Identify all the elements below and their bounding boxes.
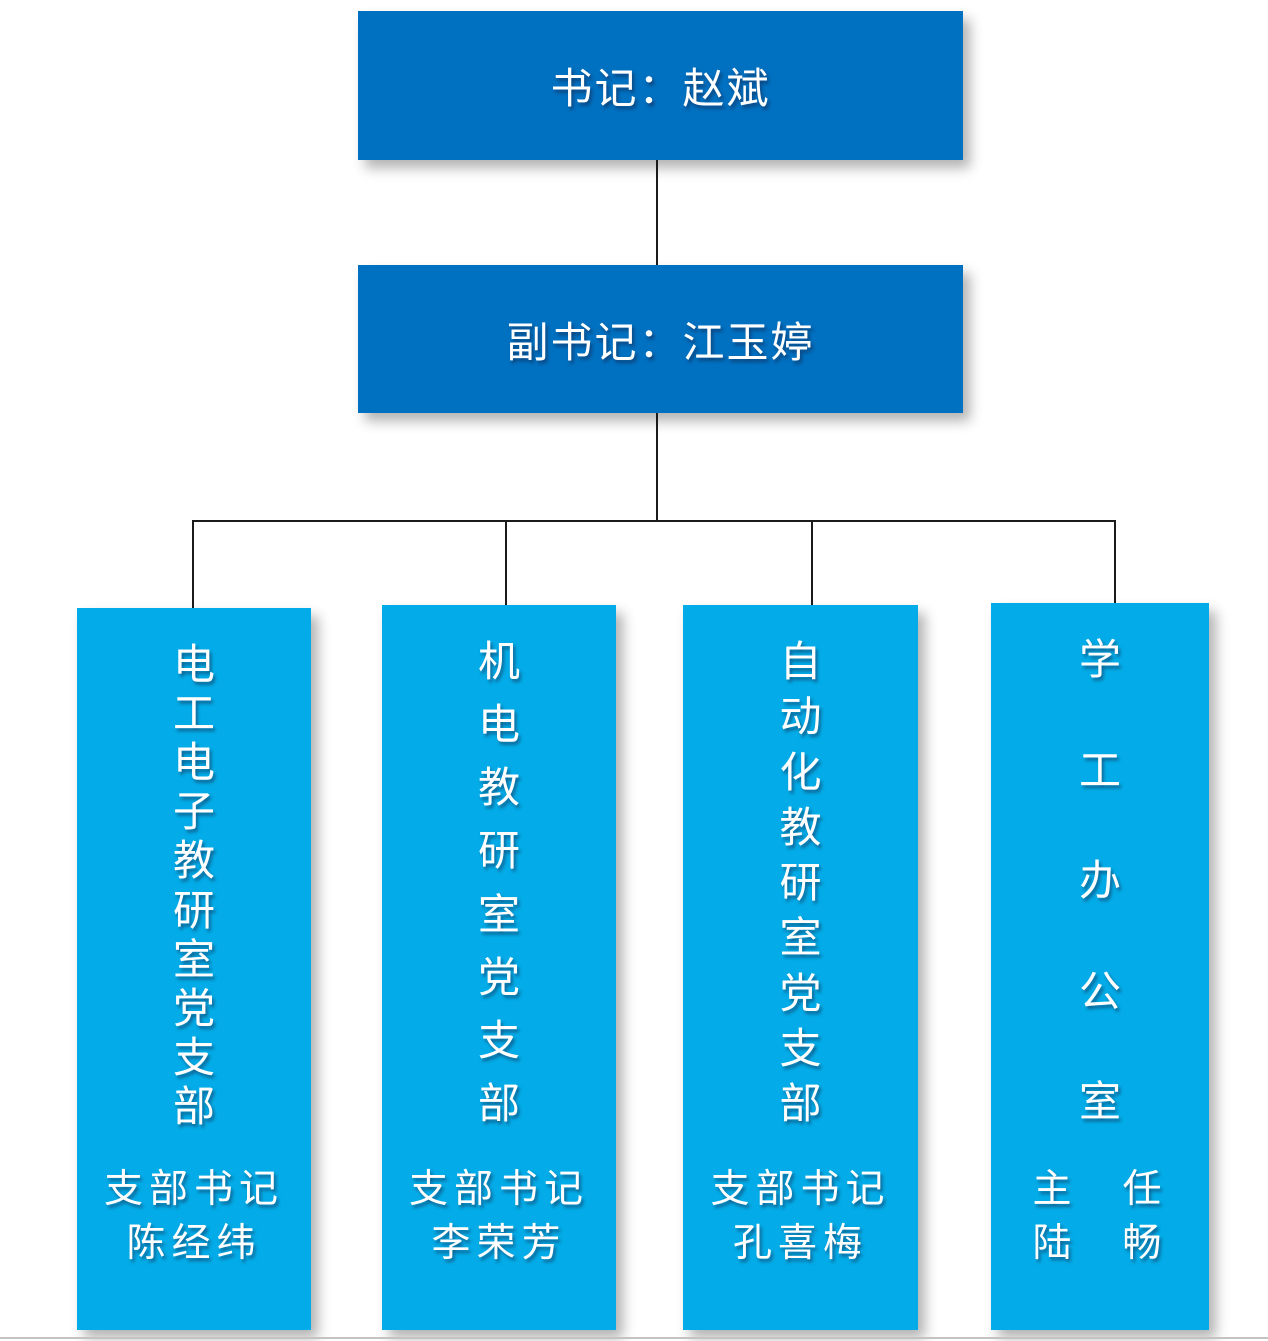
branch-officer-role: 主 任: [1032, 1167, 1168, 1211]
org-node-branch-2: 机电教研室党支部 支部书记 李荣芳: [382, 605, 616, 1330]
connector-secretary-to-deputy: [656, 160, 658, 265]
branch-title-char: 室: [779, 914, 822, 962]
branch-title-char: 室: [1078, 1078, 1121, 1125]
branch-title-char: 子: [172, 788, 215, 836]
branch-title-char: 支: [477, 1016, 520, 1064]
deputy-secretary-label: 副书记：江玉婷: [506, 318, 815, 366]
branch-title-char: 教: [477, 764, 520, 812]
connector-deputy-to-bus: [656, 413, 658, 521]
branch-title-char: 动: [779, 693, 822, 741]
branch-title-char: 教: [172, 837, 215, 885]
branch-title-char: 部: [779, 1080, 822, 1127]
branch-title-char: 研: [477, 827, 520, 875]
branch-title-char: 党: [172, 984, 215, 1032]
org-node-branch-4: 学工办公室 主 任 陆 畅: [991, 603, 1209, 1330]
branch-title-vertical: 学工办公室: [991, 639, 1209, 1123]
branch-title-char: 室: [477, 890, 520, 938]
org-node-branch-1: 电工电子教研室党支部 支部书记 陈经纬: [77, 608, 311, 1330]
branch-officer-name: 孔喜梅: [732, 1222, 868, 1266]
branch-title-vertical: 自动化教研室党支部: [683, 641, 918, 1125]
branch-title-char: 党: [477, 953, 520, 1001]
connector-drop-branch-3: [811, 520, 813, 605]
connector-horizontal-bus: [192, 520, 1116, 522]
branch-title-vertical: 电工电子教研室党支部: [77, 644, 311, 1128]
branch-officer: 支部书记 李荣芳: [382, 1163, 616, 1272]
org-node-deputy-secretary: 副书记：江玉婷: [358, 265, 963, 413]
connector-drop-branch-2: [505, 520, 507, 605]
org-node-branch-3: 自动化教研室党支部 支部书记 孔喜梅: [683, 605, 918, 1330]
branch-title-char: 室: [172, 935, 215, 983]
branch-officer-name: 陆 畅: [1032, 1222, 1168, 1266]
branch-title-char: 部: [477, 1079, 520, 1127]
branch-title-char: 电: [477, 701, 520, 749]
branch-title-char: 办: [1078, 857, 1121, 904]
branch-officer: 主 任 陆 畅: [991, 1163, 1209, 1272]
branch-title-char: 电: [172, 739, 215, 787]
branch-officer-name: 李荣芳: [431, 1222, 567, 1266]
branch-officer-role: 支部书记: [408, 1167, 589, 1211]
connector-drop-branch-1: [192, 520, 194, 608]
page-edge-line: [0, 1337, 1268, 1339]
branch-title-char: 公: [1078, 967, 1121, 1015]
branch-title-char: 部: [172, 1082, 215, 1130]
branch-officer-name: 陈经纬: [126, 1222, 262, 1266]
branch-title-char: 自: [779, 638, 822, 685]
branch-title-char: 化: [779, 748, 822, 796]
branch-title-char: 学: [1078, 636, 1121, 683]
branch-officer: 支部书记 陈经纬: [77, 1163, 311, 1272]
branch-officer-role: 支部书记: [103, 1167, 284, 1211]
branch-title-char: 教: [779, 803, 822, 851]
branch-title-char: 支: [779, 1024, 822, 1072]
secretary-label: 书记：赵斌: [550, 65, 771, 112]
branch-title-char: 工: [172, 690, 215, 738]
branch-title-vertical: 机电教研室党支部: [382, 641, 616, 1125]
branch-title-char: 电: [172, 641, 215, 688]
branch-title-char: 支: [172, 1033, 215, 1081]
branch-title-char: 研: [779, 859, 822, 906]
branch-title-char: 党: [779, 969, 822, 1017]
branch-officer: 支部书记 孔喜梅: [683, 1163, 918, 1272]
org-node-secretary: 书记：赵斌: [358, 11, 963, 160]
connector-drop-branch-4: [1114, 520, 1116, 603]
branch-title-char: 机: [477, 638, 520, 685]
branch-officer-role: 支部书记: [710, 1167, 891, 1211]
branch-title-char: 研: [172, 886, 215, 934]
branch-title-char: 工: [1078, 746, 1121, 794]
